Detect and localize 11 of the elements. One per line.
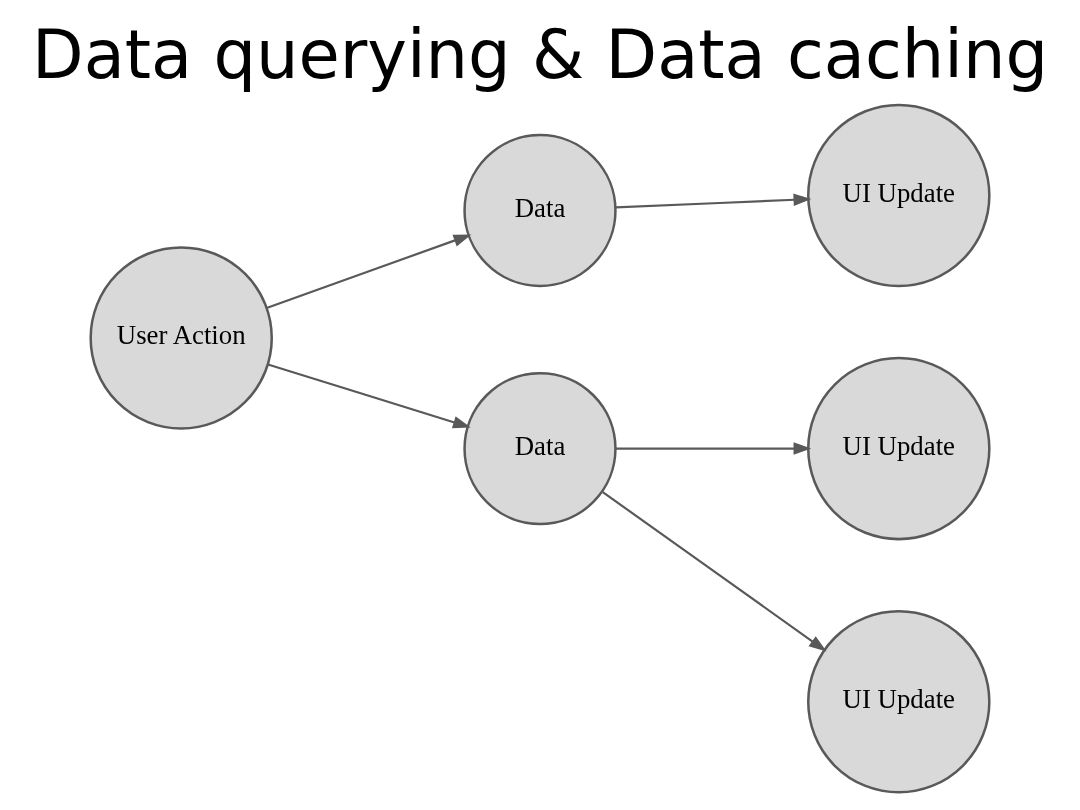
arrow xyxy=(615,193,812,209)
diagram-title: Data querying & Data caching xyxy=(32,16,1048,95)
node-circle: UI Update xyxy=(807,103,991,288)
arrow xyxy=(602,491,827,652)
arrow xyxy=(266,234,472,309)
arrow xyxy=(615,442,812,455)
node-circle: User Action xyxy=(89,246,273,430)
arrow xyxy=(267,363,471,429)
node-circle: UI Update xyxy=(807,356,991,541)
node-circle: Data xyxy=(463,371,617,526)
node-circle: Data xyxy=(463,133,617,288)
